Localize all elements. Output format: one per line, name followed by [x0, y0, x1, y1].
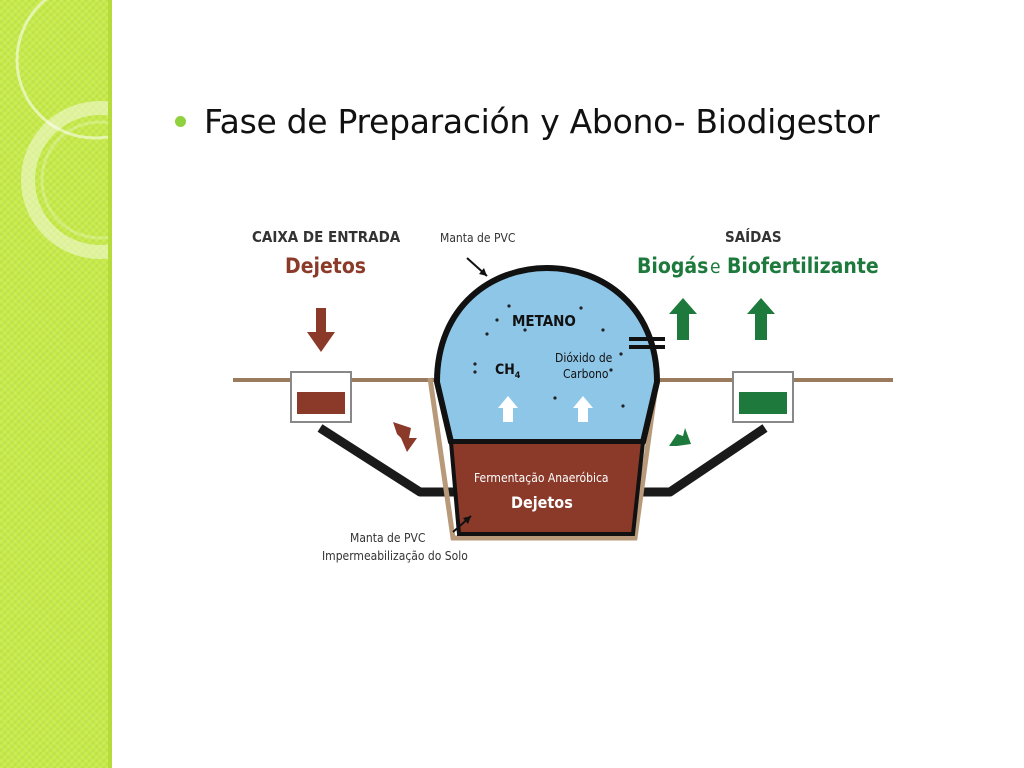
inlet-down-arrow-icon [307, 308, 335, 352]
gas-co2-label-line1: Dióxido de [555, 351, 613, 365]
top-membrane-label: Manta de PVC [440, 231, 515, 245]
outflow-arrow-icon [669, 428, 691, 446]
output-connector: e [710, 256, 721, 278]
outlet-pipe [635, 424, 768, 497]
bottom-membrane-pointer-head-icon [463, 516, 471, 524]
biofertilizer-up-arrow-icon [747, 298, 775, 340]
bullet-item: Fase de Preparación y Abono- Biodigestor [175, 96, 880, 146]
gas-outlet-pipe-bottom [629, 345, 665, 349]
decorative-sidebar [0, 0, 112, 768]
biogas-up-arrow-icon [669, 298, 697, 340]
biodigester-diagram: CAIXA DE ENTRADA Dejetos Manta de PVC SA… [233, 227, 893, 563]
fermentation-label: Fermentação Anaeróbica [474, 471, 609, 485]
gas-outlet-pipe-top [629, 337, 665, 341]
bottom-membrane-label-line2: Impermeabilização do Solo [322, 549, 468, 563]
inlet-title: CAIXA DE ENTRADA [252, 228, 401, 246]
gas-methane-label: METANO [512, 312, 576, 330]
outputs-title: SAÍDAS [725, 227, 782, 246]
output-biofertilizer: Biofertilizante [727, 254, 879, 278]
gas-rise-arrow-icon [573, 396, 593, 422]
top-membrane-pointer-head-icon [479, 268, 487, 276]
gas-ch4-label: CH4 [495, 362, 521, 381]
outlet-box-biofertilizer [739, 392, 787, 414]
inflow-arrow-icon [393, 422, 417, 452]
fermentation-tank [448, 440, 646, 536]
fermentation-material: Dejetos [511, 493, 573, 512]
gas-particles [473, 304, 625, 408]
inlet-box-dejetos [297, 392, 345, 414]
gas-rise-arrow-icon [498, 396, 518, 422]
decorative-circles [15, 0, 112, 259]
bottom-membrane-label-line1: Manta de PVC [350, 531, 425, 545]
gas-dome [434, 265, 660, 445]
slide-title: Fase de Preparación y Abono- Biodigestor [204, 101, 880, 141]
inlet-material: Dejetos [285, 254, 366, 278]
output-biogas: Biogás [637, 254, 708, 278]
bullet-icon [175, 115, 186, 127]
inlet-pipe [317, 424, 455, 497]
pvc-liner [427, 377, 660, 541]
gas-co2-label-line2: Carbono [563, 367, 609, 381]
sidebar-edge [108, 0, 112, 768]
